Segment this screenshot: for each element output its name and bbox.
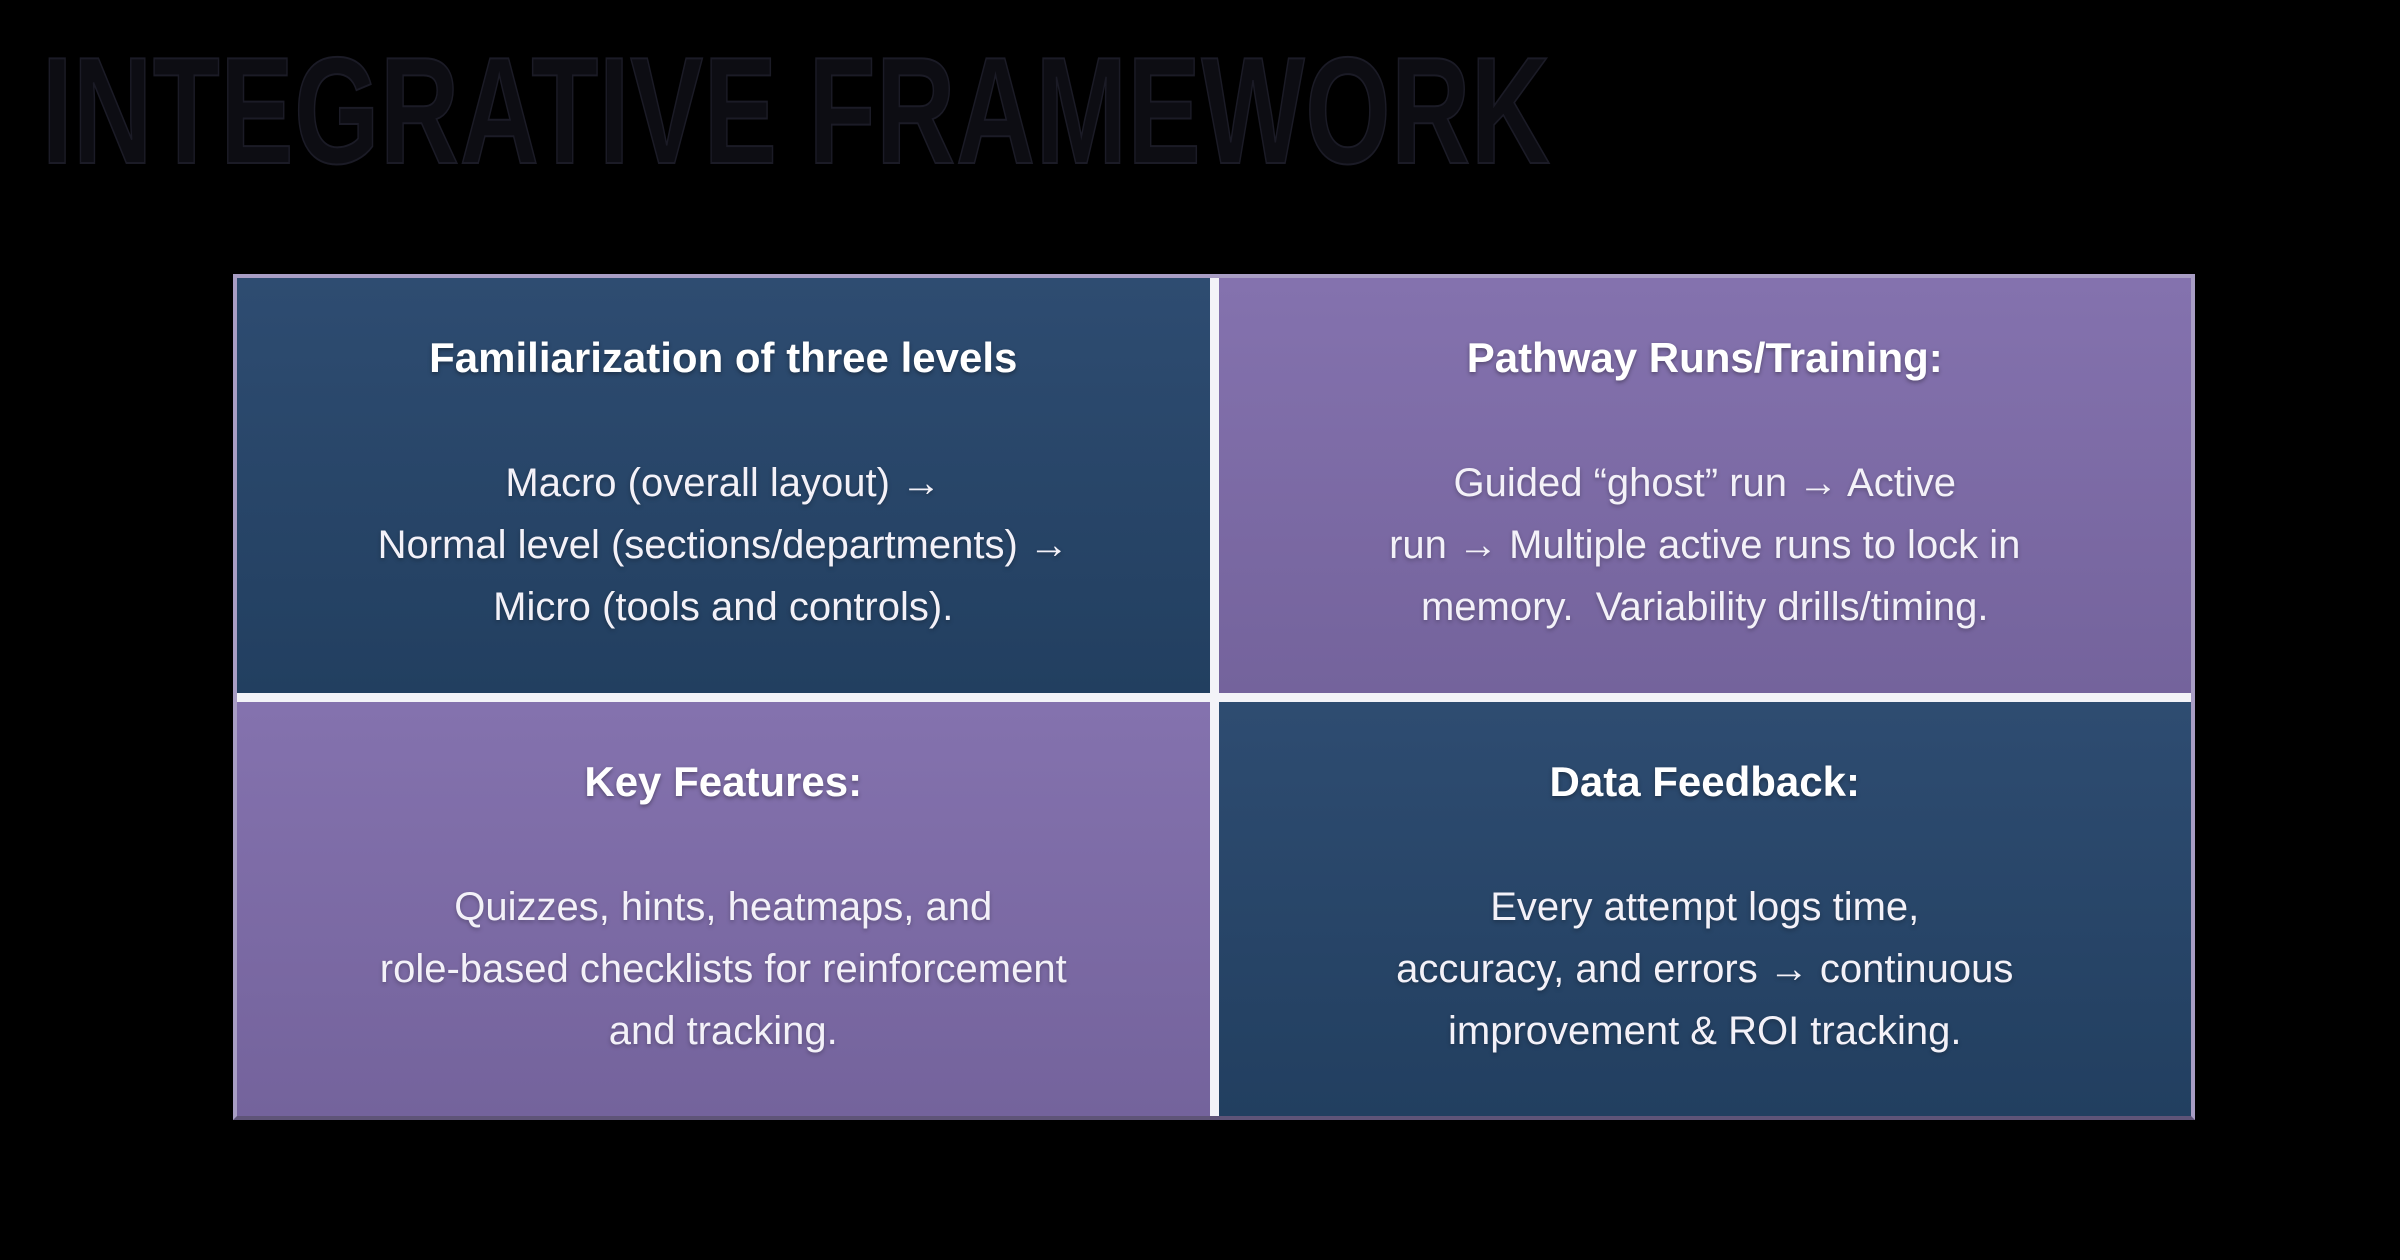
quadrant-key-features: Key Features: Quizzes, hints, heatmaps, … xyxy=(237,701,1210,1116)
quadrant-body-pathway-runs: Guided “ghost” run → Active run → Multip… xyxy=(1389,452,2020,638)
quadrant-data-feedback: Data Feedback: Every attempt logs time, … xyxy=(1218,701,2191,1116)
text-line: Micro (tools and controls). xyxy=(493,585,954,630)
text-line: accuracy, and errors → continuous xyxy=(1396,946,2014,991)
quadrant-pathway-runs: Pathway Runs/Training: Guided “ghost” ru… xyxy=(1218,278,2191,693)
text-line: role-based checklists for reinforcement xyxy=(379,946,1067,991)
text-line: and tracking. xyxy=(608,1008,838,1053)
quadrant-heading-data-feedback: Data Feedback: xyxy=(1549,757,1860,805)
quadrant-grid: Familiarization of three levels Macro (o… xyxy=(233,274,2195,1120)
quadrant-heading-familiarization: Familiarization of three levels xyxy=(429,334,1018,382)
text-line: run → Multiple active runs to lock in xyxy=(1389,523,2021,568)
text-line: Guided “ghost” run → Active xyxy=(1453,461,1956,506)
quadrant-heading-pathway-runs: Pathway Runs/Training: xyxy=(1466,334,1943,382)
quadrant-body-key-features: Quizzes, hints, heatmaps, and role-based… xyxy=(380,876,1067,1062)
text-line: Every attempt logs time, xyxy=(1490,884,1920,929)
text-line: improvement & ROI tracking. xyxy=(1447,1008,1962,1053)
quadrant-body-data-feedback: Every attempt logs time, accuracy, and e… xyxy=(1396,876,2013,1062)
quadrant-body-familiarization: Macro (overall layout) → Normal level (s… xyxy=(378,452,1069,638)
quadrant-heading-key-features: Key Features: xyxy=(584,757,863,805)
text-line: Quizzes, hints, heatmaps, and xyxy=(454,884,993,929)
text-line: memory. Variability drills/timing. xyxy=(1420,585,1989,630)
text-line: Macro (overall layout) → xyxy=(505,461,942,506)
slide-title: INTEGRATIVE FRAMEWORK xyxy=(41,26,1551,196)
quadrant-familiarization: Familiarization of three levels Macro (o… xyxy=(237,278,1210,693)
text-line: Normal level (sections/departments) → xyxy=(377,523,1069,568)
